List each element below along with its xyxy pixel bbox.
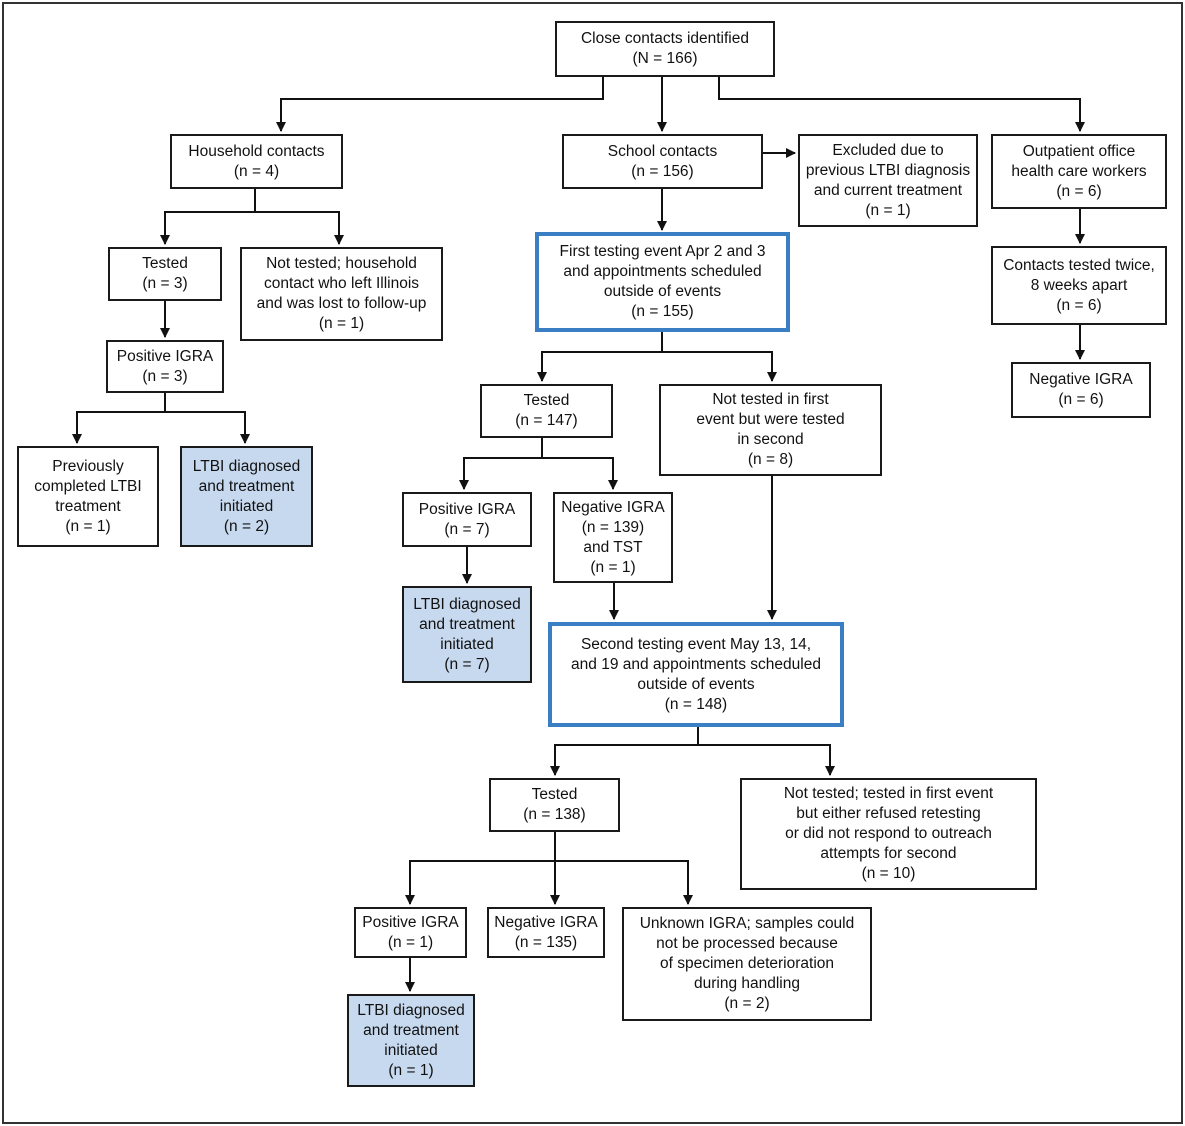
edge-hh-pos-split <box>72 393 166 444</box>
edge-close-to-household <box>276 77 604 132</box>
edge-se-tested-to-unknown <box>555 860 693 905</box>
node-outpatient-negative-igra: Negative IGRA (n = 6) <box>1011 362 1151 418</box>
node-second-event-tested: Tested (n = 138) <box>489 778 620 832</box>
node-first-event-negative-igra: Negative IGRA (n = 139) and TST (n = 1) <box>553 492 673 583</box>
node-first-testing-event-label: First testing event Apr 2 and 3 and appo… <box>559 243 766 320</box>
node-contacts-tested-twice: Contacts tested twice, 8 weeks apart (n … <box>991 246 1167 325</box>
node-household-contacts-label: Household contacts (n = 4) <box>188 142 325 180</box>
edge-household-to-not-tested <box>255 211 344 245</box>
node-first-event-ltbi-diagnosed: LTBI diagnosed and treatment initiated (… <box>402 586 532 683</box>
edge-fe-tested-split <box>459 438 543 490</box>
edge-second-event-to-not-tested <box>698 744 835 776</box>
node-second-event-not-tested: Not tested; tested in first event but ei… <box>740 778 1037 890</box>
node-second-event-ltbi-diagnosed-label: LTBI diagnosed and treatment initiated (… <box>357 1001 465 1079</box>
connector-lines <box>72 77 1085 992</box>
node-household-positive-igra-label: Positive IGRA (n = 3) <box>116 347 214 385</box>
node-second-event-tested-label: Tested (n = 138) <box>523 786 586 823</box>
node-first-event-not-tested-label: Not tested in first event but were teste… <box>696 391 845 468</box>
node-school-contacts-label: School contacts (n = 156) <box>607 142 718 180</box>
node-first-event-not-tested: Not tested in first event but were teste… <box>659 384 882 476</box>
node-household-previously-treated: Previously completed LTBI treatment (n =… <box>17 446 159 547</box>
node-outpatient-negative-igra-label: Negative IGRA (n = 6) <box>1029 371 1133 408</box>
edge-se-tested-to-pos <box>405 832 556 905</box>
node-household-tested: Tested (n = 3) <box>108 247 222 301</box>
node-first-event-tested-label: Tested (n = 147) <box>515 392 578 429</box>
node-second-event-negative-igra-label: Negative IGRA (n = 135) <box>494 913 598 951</box>
node-first-event-tested: Tested (n = 147) <box>480 384 613 438</box>
node-second-event-unknown-igra: Unknown IGRA; samples could not be proce… <box>622 907 872 1021</box>
node-second-event-ltbi-diagnosed: LTBI diagnosed and treatment initiated (… <box>347 994 475 1087</box>
node-household-contacts: Household contacts (n = 4) <box>170 134 343 189</box>
node-first-event-negative-igra-label: Negative IGRA (n = 139) and TST (n = 1) <box>561 498 665 576</box>
node-first-testing-event: First testing event Apr 2 and 3 and appo… <box>535 232 790 332</box>
node-household-tested-label: Tested (n = 3) <box>142 255 188 292</box>
node-second-event-unknown-igra-label: Unknown IGRA; samples could not be proce… <box>639 915 855 1012</box>
node-excluded: Excluded due to previous LTBI diagnosis … <box>798 134 978 227</box>
node-second-event-positive-igra-label: Positive IGRA (n = 1) <box>362 913 459 951</box>
node-close-contacts: Close contacts identified (N = 166) <box>555 21 775 77</box>
edge-hh-pos-to-ltbi <box>165 411 250 444</box>
edge-fe-tested-to-neg <box>542 457 618 490</box>
node-contacts-tested-twice-label: Contacts tested twice, 8 weeks apart (n … <box>1003 256 1155 314</box>
node-second-event-positive-igra: Positive IGRA (n = 1) <box>354 907 467 958</box>
node-household-ltbi-diagnosed-label: LTBI diagnosed and treatment initiated (… <box>192 457 301 535</box>
node-second-testing-event: Second testing event May 13, 14, and 19 … <box>548 622 844 727</box>
edge-first-event-to-not-tested <box>662 351 777 382</box>
node-close-contacts-label: Close contacts identified (N = 166) <box>580 30 749 67</box>
node-school-contacts: School contacts (n = 156) <box>562 134 763 189</box>
node-first-event-positive-igra: Positive IGRA (n = 7) <box>402 492 532 547</box>
node-outpatient-workers-label: Outpatient office health care workers (n… <box>1011 142 1147 200</box>
edge-household-split <box>160 189 256 245</box>
edge-close-to-outpatient <box>718 77 1085 132</box>
node-second-event-not-tested-label: Not tested; tested in first event but ei… <box>783 785 994 882</box>
node-first-event-positive-igra-label: Positive IGRA (n = 7) <box>418 500 516 538</box>
edge-second-event-split <box>550 727 699 776</box>
node-household-ltbi-diagnosed: LTBI diagnosed and treatment initiated (… <box>180 446 313 547</box>
node-second-testing-event-label: Second testing event May 13, 14, and 19 … <box>571 635 821 713</box>
node-excluded-label: Excluded due to previous LTBI diagnosis … <box>805 141 971 219</box>
node-second-event-negative-igra: Negative IGRA (n = 135) <box>487 907 605 958</box>
node-household-positive-igra: Positive IGRA (n = 3) <box>106 340 224 393</box>
node-first-event-ltbi-diagnosed-label: LTBI diagnosed and treatment initiated (… <box>413 595 521 673</box>
node-household-not-tested: Not tested; household contact who left I… <box>240 247 443 341</box>
node-outpatient-workers: Outpatient office health care workers (n… <box>991 134 1167 209</box>
edge-first-event-split <box>537 332 663 382</box>
node-household-not-tested-label: Not tested; household contact who left I… <box>256 255 427 332</box>
node-household-previously-treated-label: Previously completed LTBI treatment (n =… <box>34 457 142 535</box>
